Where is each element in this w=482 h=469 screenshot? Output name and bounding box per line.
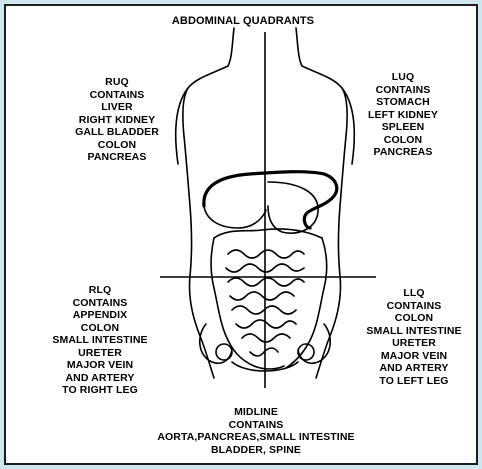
luq-organ: LEFT KIDNEY: [338, 109, 468, 122]
neck-outline-right: [296, 28, 302, 66]
ruq-name: RUQ: [52, 76, 182, 89]
midline-name: MIDLINE: [106, 406, 406, 419]
ruq-organ: GALL BLADDER: [52, 126, 182, 139]
midline-organ: BLADDER, SPINE: [106, 444, 406, 457]
rlq-label: RLQ CONTAINS APPENDIX COLON SMALL INTEST…: [36, 284, 164, 397]
stomach-outline: [268, 182, 318, 233]
luq-organ: PANCREAS: [338, 146, 468, 159]
llq-organ: SMALL INTESTINE: [344, 325, 482, 338]
rlq-header: CONTAINS: [36, 297, 164, 310]
ruq-header: CONTAINS: [52, 89, 182, 102]
ruq-organ: RIGHT KIDNEY: [52, 114, 182, 127]
ruq-organ: COLON: [52, 139, 182, 152]
rlq-organ: COLON: [36, 322, 164, 335]
ruq-organ: LIVER: [52, 101, 182, 114]
colon-outline-right: [286, 238, 327, 368]
luq-label: LUQ CONTAINS STOMACH LEFT KIDNEY SPLEEN …: [338, 71, 468, 159]
llq-header: CONTAINS: [344, 300, 482, 313]
rlq-organ: URETER: [36, 347, 164, 360]
hip-circle-left: [216, 344, 232, 360]
ruq-organ: PANCREAS: [52, 151, 182, 164]
luq-organ: STOMACH: [338, 96, 468, 109]
rlq-organ: MAJOR VEIN: [36, 359, 164, 372]
midline-label: MIDLINE CONTAINS AORTA,PANCREAS,SMALL IN…: [106, 406, 406, 456]
llq-organ: TO LEFT LEG: [344, 375, 482, 388]
rlq-organ: TO RIGHT LEG: [36, 384, 164, 397]
llq-name: LLQ: [344, 287, 482, 300]
luq-header: CONTAINS: [338, 84, 468, 97]
luq-name: LUQ: [338, 71, 468, 84]
midline-organ: AORTA,PANCREAS,SMALL INTESTINE: [106, 431, 406, 444]
torso-outline-left: [183, 66, 228, 378]
ruq-label: RUQ CONTAINS LIVER RIGHT KIDNEY GALL BLA…: [52, 76, 182, 164]
llq-label: LLQ CONTAINS COLON SMALL INTESTINE URETE…: [344, 287, 482, 387]
rlq-name: RLQ: [36, 284, 164, 297]
luq-organ: COLON: [338, 134, 468, 147]
pelvis-left: [200, 324, 232, 363]
llq-organ: COLON: [344, 312, 482, 325]
llq-organ: AND ARTERY: [344, 362, 482, 375]
llq-organ: MAJOR VEIN: [344, 350, 482, 363]
neck-outline: [228, 28, 234, 66]
liver-outline: [204, 206, 266, 228]
llq-organ: URETER: [344, 337, 482, 350]
diagram-title: ABDOMINAL QUADRANTS: [6, 15, 480, 28]
rlq-organ: AND ARTERY: [36, 372, 164, 385]
midline-header: CONTAINS: [106, 419, 406, 432]
diagram-canvas: ABDOMINAL QUADRANTS RUQ CONTAINS LIVER R…: [4, 4, 478, 465]
rlq-organ: SMALL INTESTINE: [36, 334, 164, 347]
luq-organ: SPLEEN: [338, 121, 468, 134]
rlq-organ: APPENDIX: [36, 309, 164, 322]
